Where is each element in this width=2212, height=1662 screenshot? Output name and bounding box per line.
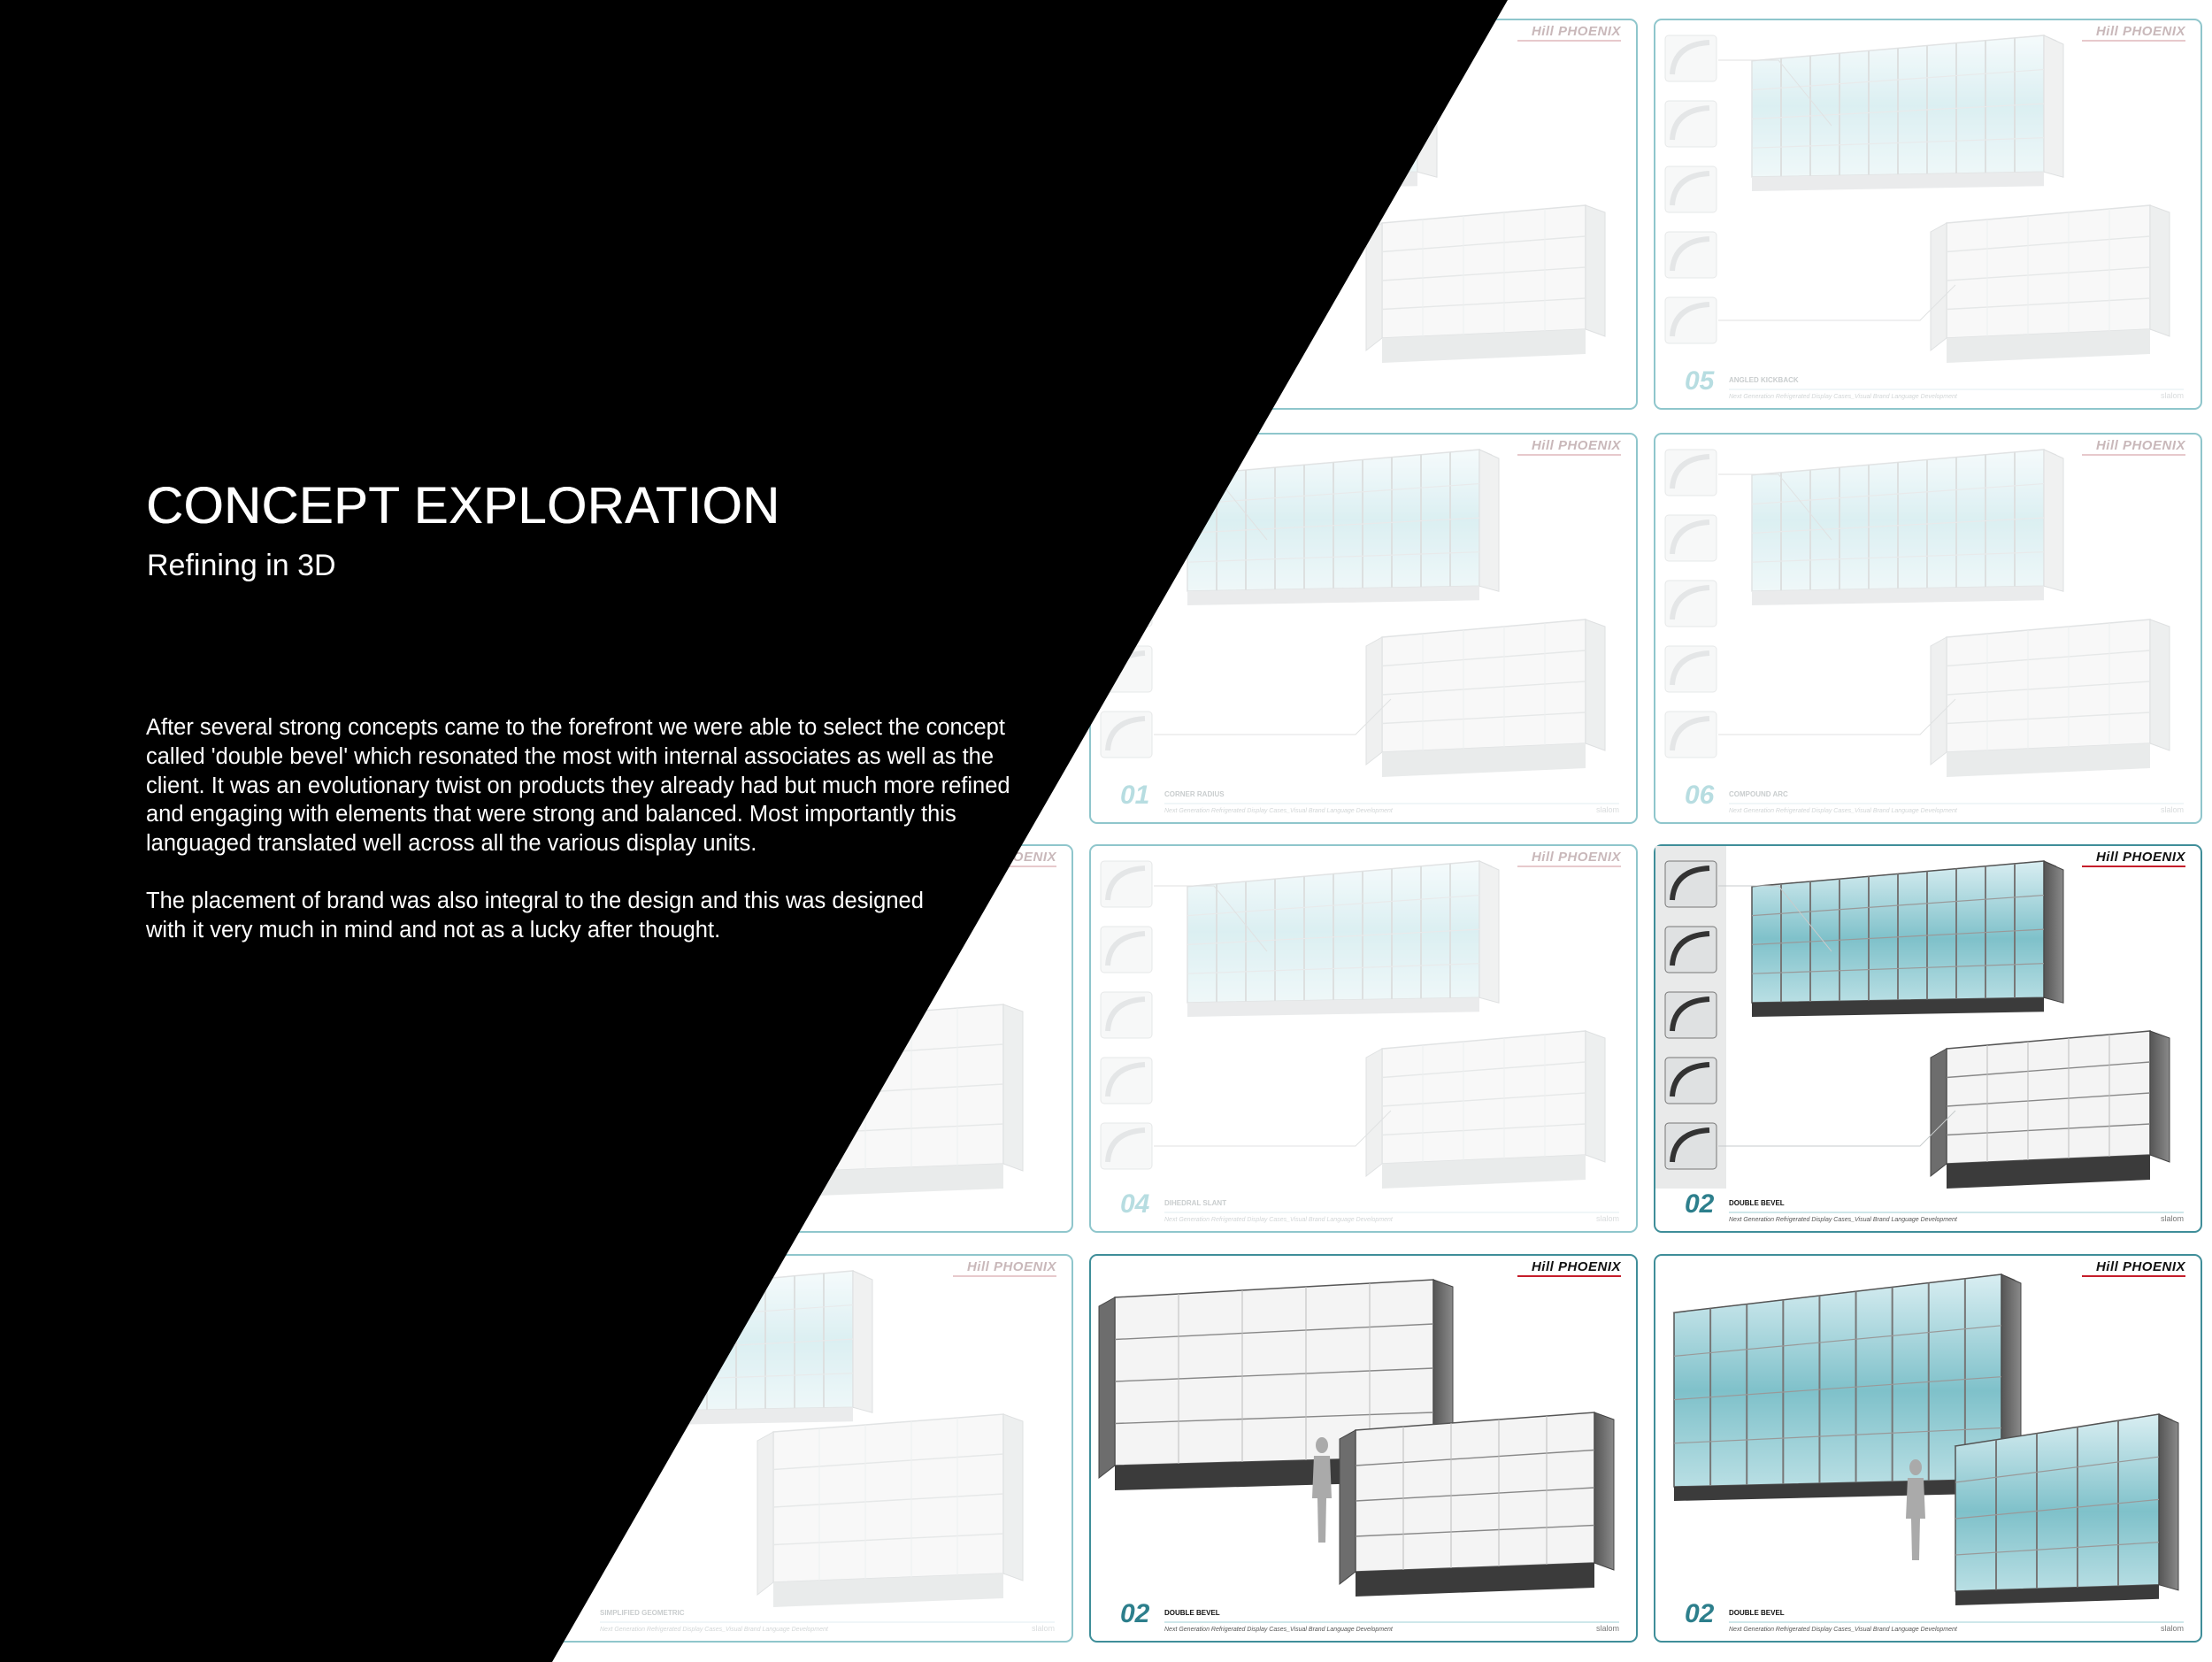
board-number: 06 bbox=[1685, 781, 1715, 810]
brand-line: The placement of brand was also integral… bbox=[146, 889, 924, 913]
hill-phoenix-logo: Hill PHOENIX bbox=[1532, 24, 1622, 39]
hill-phoenix-logo: Hill PHOENIX bbox=[967, 1259, 1057, 1274]
board-content bbox=[1672, 1273, 2179, 1605]
slalom-brand-mark: slalom bbox=[2161, 805, 2184, 814]
board-subtitle: Next Generation Refrigerated Display Cas… bbox=[1729, 394, 1958, 400]
board-number: 04 bbox=[1120, 1189, 1150, 1219]
board-label: ANGLED KICKBACK bbox=[1729, 376, 1799, 384]
board-subtitle: Next Generation Refrigerated Display Cas… bbox=[600, 1627, 829, 1633]
board-content bbox=[1655, 846, 2170, 1189]
hill-phoenix-logo: Hill PHOENIX bbox=[2096, 1259, 2186, 1274]
hill-phoenix-logo: Hill PHOENIX bbox=[1532, 1259, 1622, 1274]
board-b-r2c2: Hill PHOENIX 02 DOUBLE BEVEL Next Generatio… bbox=[1654, 844, 2202, 1233]
intro-paragraph: After several strong concepts came to th… bbox=[146, 713, 1040, 858]
intro-line: and engaging with elements that were str… bbox=[146, 802, 956, 827]
slalom-brand-mark: slalom bbox=[1596, 805, 1619, 814]
board-subtitle: Next Generation Refrigerated Display Cas… bbox=[1164, 808, 1394, 814]
hill-phoenix-logo: Hill PHOENIX bbox=[2096, 24, 2186, 39]
slalom-brand-mark: slalom bbox=[1596, 1624, 1619, 1633]
board-b-r3c0: Hill PHOENIX SIMPLIFIED GEOMETRIC Next Gen… bbox=[525, 1254, 1073, 1643]
board-label: DOUBLE BEVEL bbox=[1164, 1609, 1220, 1617]
slalom-brand-mark: slalom bbox=[1032, 1624, 1055, 1633]
board-b-r2c1: Hill PHOENIX 04 DIHEDRAL SLANT Next Generat… bbox=[1089, 844, 1638, 1233]
intro-line: After several strong concepts came to th… bbox=[146, 715, 1005, 740]
board-label: COMPOUND ARC bbox=[1729, 790, 1788, 798]
slalom-brand-mark: slalom bbox=[2161, 1624, 2184, 1633]
board-label: CORNER RADIUS bbox=[1164, 790, 1225, 798]
board-content bbox=[1664, 35, 2170, 363]
board-subtitle: Next Generation Refrigerated Display Cas… bbox=[1729, 808, 1958, 814]
board-subtitle: Next Generation Refrigerated Display Cas… bbox=[1164, 1217, 1394, 1223]
board-b-r3c1: Hill PHOENIX 02 DOUBLE BEVEL Next Generatio… bbox=[1089, 1254, 1638, 1643]
board-number: 01 bbox=[1120, 781, 1149, 810]
board-b-r1c2: Hill PHOENIX 06 COMPOUND ARC Next Generatio… bbox=[1654, 433, 2202, 824]
person-silhouette bbox=[1909, 1459, 1922, 1475]
intro-line: languaged translated well across all the… bbox=[146, 831, 757, 857]
board-content bbox=[1664, 449, 2170, 777]
board-number: 05 bbox=[1685, 366, 1716, 396]
board-number: 02 bbox=[1120, 1599, 1150, 1628]
board-subtitle: Next Generation Refrigerated Display Cas… bbox=[1729, 1217, 1958, 1223]
board-b-r0c1: Hill PHOENIX bbox=[1089, 19, 1638, 410]
board-number: 02 bbox=[1685, 1189, 1715, 1219]
hill-phoenix-logo: Hill PHOENIX bbox=[1532, 438, 1622, 453]
intro-line: client. It was an evolutionary twist on … bbox=[146, 773, 1010, 798]
slalom-brand-mark: slalom bbox=[1596, 1214, 1619, 1223]
board-b-r3c2: Hill PHOENIX 02 DOUBLE BEVEL Next Generatio… bbox=[1654, 1254, 2202, 1643]
board-label: SIMPLIFIED GEOMETRIC bbox=[600, 1609, 685, 1617]
board-label: DOUBLE BEVEL bbox=[1729, 1609, 1785, 1617]
hill-phoenix-logo: Hill PHOENIX bbox=[2096, 850, 2186, 865]
hill-phoenix-logo: Hill PHOENIX bbox=[1532, 850, 1622, 865]
intro-line: called 'double bevel' which resonated th… bbox=[146, 743, 995, 769]
board-subtitle: Next Generation Refrigerated Display Cas… bbox=[1729, 1627, 1958, 1633]
hill-phoenix-logo: Hill PHOENIX bbox=[2096, 438, 2186, 453]
brand-line: with it very much in mind and not as a l… bbox=[146, 917, 721, 943]
brand-paragraph: The placement of brand was also integral… bbox=[146, 887, 978, 945]
board-b-r1c1: Hill PHOENIX 01 CORNER RADIUS Next Generati… bbox=[1089, 433, 1638, 824]
slalom-brand-mark: slalom bbox=[2161, 391, 2184, 400]
page-title: CONCEPT EXPLORATION bbox=[146, 477, 780, 535]
board-label: DOUBLE BEVEL bbox=[1729, 1199, 1785, 1207]
board-b-r0c2: Hill PHOENIX 05 ANGLED KICKBACK Next Genera… bbox=[1654, 19, 2202, 410]
board-subtitle: Next Generation Refrigerated Display Cas… bbox=[1164, 1627, 1394, 1633]
person-silhouette bbox=[1316, 1437, 1328, 1453]
board-number: 02 bbox=[1685, 1599, 1715, 1628]
page-subtitle: Refining in 3D bbox=[147, 549, 336, 582]
slalom-brand-mark: slalom bbox=[2161, 1214, 2184, 1223]
board-label: DIHEDRAL SLANT bbox=[1164, 1199, 1226, 1207]
